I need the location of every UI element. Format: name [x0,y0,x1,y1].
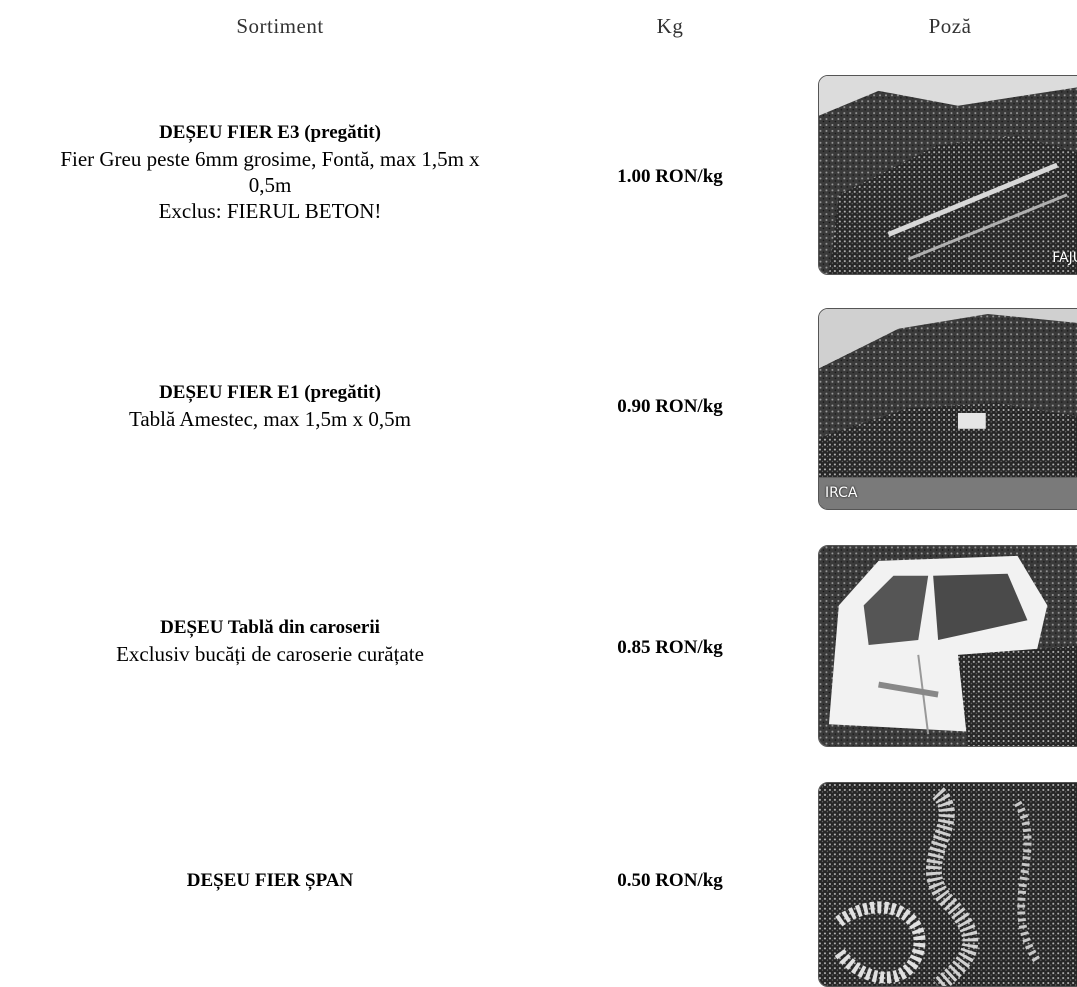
table-header-kg: Kg [656,14,684,38]
product-detail: Exclusiv bucăți de caroserie curățate [116,642,424,666]
table-row: DEȘEU Tablă din caroserii Exclusiv bucăț… [0,535,1077,750]
product-price: 0.90 RON/kg [617,396,723,417]
photo-watermark: IRCA [825,485,858,501]
product-detail: 0,5m [248,173,292,197]
table-row: DEȘEU FIER E1 (pregătit) Tablă Amestec, … [0,300,1077,510]
table-header-sortiment: Sortiment [236,14,324,38]
product-photo[interactable] [818,545,1077,747]
product-description: DEȘEU FIER E1 (pregătit) Tablă Amestec, … [0,380,540,432]
product-description: DEȘEU FIER E3 (pregătit) Fier Greu peste… [0,120,540,224]
product-price: 0.50 RON/kg [617,870,723,891]
table-row: DEȘEU FIER E3 (pregătit) Fier Greu peste… [0,70,1077,280]
product-price: 1.00 RON/kg [617,166,723,187]
product-photo[interactable] [818,782,1077,987]
product-photo[interactable]: FAJU [818,75,1077,275]
product-title: DEȘEU FIER E3 (pregătit) [159,122,381,143]
product-title: DEȘEU FIER ȘPAN [186,870,354,891]
table-header-poza: Poză [928,14,972,38]
product-description: DEȘEU FIER ȘPAN [0,868,540,894]
product-detail: Exclus: FIERUL BETON! [158,199,382,223]
table-row: DEȘEU FIER ȘPAN 0.50 RON/kg [0,770,1077,987]
product-price: 0.85 RON/kg [617,637,723,658]
product-photo[interactable]: IRCA [818,308,1077,510]
product-detail: Fier Greu peste 6mm grosime, Fontă, max … [60,147,480,171]
product-detail: Tablă Amestec, max 1,5m x 0,5m [129,407,411,431]
product-title: DEȘEU FIER E1 (pregătit) [159,382,381,403]
photo-watermark: FAJU [1052,250,1077,266]
product-description: DEȘEU Tablă din caroserii Exclusiv bucăț… [0,615,540,667]
product-title: DEȘEU Tablă din caroserii [160,617,380,638]
